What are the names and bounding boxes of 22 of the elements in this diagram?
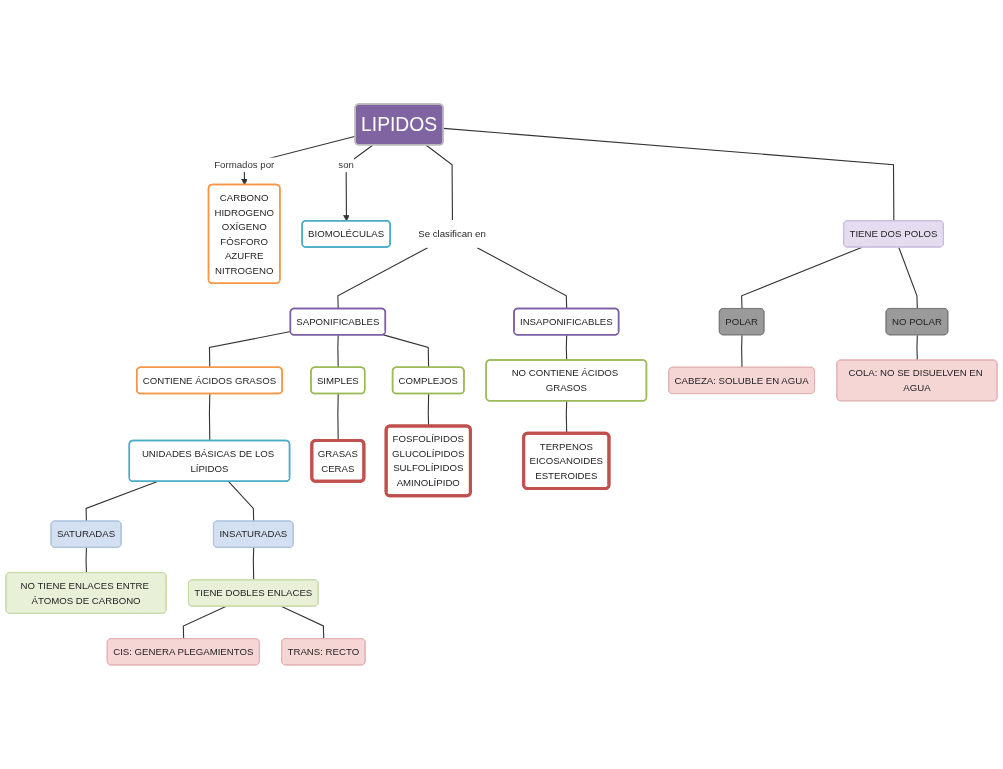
connector xyxy=(281,605,325,640)
connector xyxy=(228,481,255,522)
connector xyxy=(337,334,339,369)
connector xyxy=(565,334,568,361)
connector xyxy=(182,605,227,640)
connector xyxy=(85,547,87,574)
node-text: Se clasifican en xyxy=(418,228,486,240)
connector xyxy=(741,334,743,369)
edge-label: Formados por xyxy=(214,158,275,171)
arrow xyxy=(343,144,374,222)
connector xyxy=(382,334,430,369)
connector xyxy=(252,547,255,581)
connector xyxy=(427,393,430,427)
arrow xyxy=(241,135,357,186)
connector xyxy=(898,246,918,310)
edge-label: son xyxy=(338,158,354,171)
connector xyxy=(916,334,918,361)
connector xyxy=(476,246,568,310)
connector xyxy=(425,144,453,222)
connector xyxy=(208,393,211,442)
connector xyxy=(337,246,429,310)
connector xyxy=(85,481,158,522)
